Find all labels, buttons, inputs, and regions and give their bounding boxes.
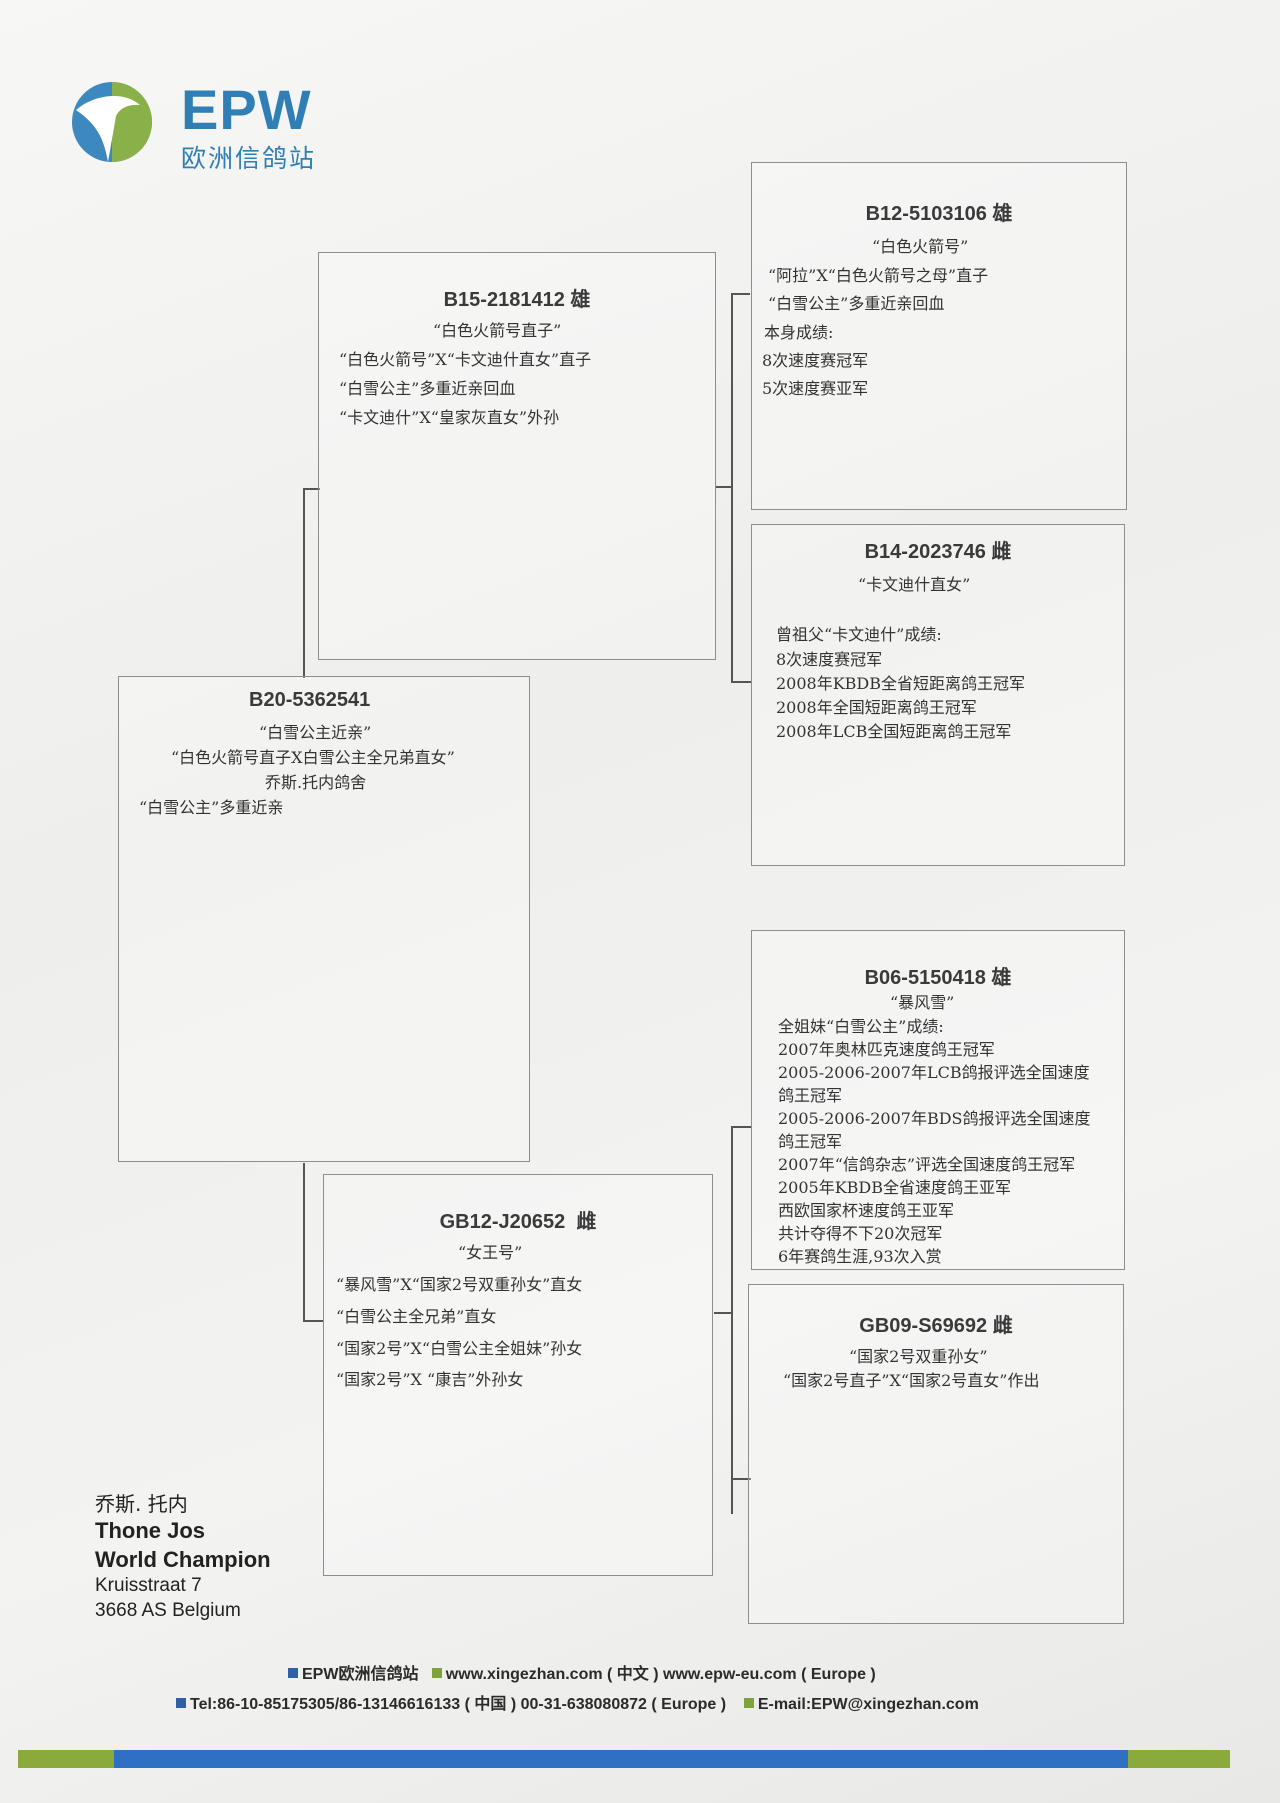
footer-tel: Tel:86-10-85175305/86-13146616133 ( 中国 )… <box>190 1696 727 1713</box>
green-square-icon <box>431 1668 442 1678</box>
sire-sire-line: “阿拉”X“白色火箭号之母”直子 <box>768 266 989 285</box>
dam-sire-line: 6年赛鸽生涯,93次入赏 <box>778 1247 942 1266</box>
sire-line: “卡文迪什”X“皇家灰直女”外孙 <box>339 408 560 427</box>
sire-line: “白雪公主”多重近亲回血 <box>339 379 516 398</box>
dam-line: “暴风雪”X“国家2号双重孙女”直女 <box>336 1275 583 1294</box>
dam-line: “国家2号”X“白雪公主全姐妹”孙女 <box>336 1339 583 1358</box>
dam-sire-line: 2005-2006-2007年BDS鸽报评选全国速度 <box>778 1109 1091 1128</box>
logo-subtitle: 欧洲信鸽站 <box>181 144 317 173</box>
connector-line <box>303 1163 305 1321</box>
sire-sire-line: 本身成绩: <box>764 323 834 342</box>
breeder-title: World Champion <box>95 1546 271 1572</box>
dam-dam-line: “国家2号双重孙女” <box>849 1347 988 1366</box>
connector-line <box>716 486 733 488</box>
dam-sire-line: 全姐妹“白雪公主”成绩: <box>778 1017 944 1036</box>
footer-row-2: Tel:86-10-85175305/86-13146616133 ( 中国 )… <box>176 1697 979 1713</box>
sire-sire-line: 5次速度赛亚军 <box>762 379 869 398</box>
dam-sire-line: 西欧国家杯速度鸽王亚军 <box>778 1201 955 1220</box>
sire-dam-line: 曾祖父“卡文迪什”成绩: <box>776 625 942 644</box>
connector-line <box>714 1312 733 1314</box>
connector-line <box>731 1126 733 1514</box>
dam-line: “女王号” <box>458 1243 523 1262</box>
dam-sire-line: “暴风雪” <box>890 993 955 1012</box>
sire-sire-ring-number: B12-5103106 雄 <box>865 203 1013 225</box>
subject-line: “白雪公主近亲” <box>259 723 372 742</box>
sire-sire-line: “白雪公主”多重近亲回血 <box>768 294 945 313</box>
footer-bar-green-left <box>18 1750 114 1768</box>
footer-row-1: EPW欧洲信鸽站 www.xingezhan.com ( 中文 ) www.ep… <box>288 1667 876 1683</box>
footer-brand: EPW欧洲信鸽站 <box>302 1666 419 1683</box>
dam-sire-line: 鸽王冠军 <box>778 1132 843 1151</box>
sire-dam-line: “卡文迪什直女” <box>858 575 971 594</box>
connector-line <box>303 488 305 678</box>
dam-line: “白雪公主全兄弟”直女 <box>336 1307 497 1326</box>
subject-line: “白雪公主”多重近亲 <box>139 798 284 817</box>
subject-ring-number: B20-5362541 <box>249 689 371 711</box>
sire-box: B15-2181412 雄 “白色火箭号直子” “白色火箭号”X“卡文迪什直女”… <box>318 252 716 660</box>
sire-sire-line: “白色火箭号” <box>872 237 969 256</box>
footer-bar-green-right <box>1128 1750 1230 1768</box>
sire-line: “白色火箭号直子” <box>433 321 562 340</box>
breeder-city: 3668 AS Belgium <box>95 1599 241 1621</box>
dam-sire-line: 2005-2006-2007年LCB鸽报评选全国速度 <box>778 1063 1090 1082</box>
blue-square-icon <box>176 1698 186 1708</box>
connector-line <box>731 293 750 295</box>
sire-sire-line: 8次速度赛冠军 <box>762 351 869 370</box>
dam-sire-box: B06-5150418 雄 “暴风雪” 全姐妹“白雪公主”成绩: 2007年奥林… <box>751 930 1125 1270</box>
sire-line: “白色火箭号”X“卡文迪什直女”直子 <box>339 350 592 369</box>
sire-sire-box: B12-5103106 雄 “白色火箭号” “阿拉”X“白色火箭号之母”直子 “… <box>751 162 1127 510</box>
sire-dam-ring-number: B14-2023746 雌 <box>864 541 1012 563</box>
subject-line: 乔斯.托内鸽舍 <box>265 773 367 792</box>
breeder-street: Kruisstraat 7 <box>95 1575 202 1597</box>
sire-dam-line: 2008年LCB全国短距离鸽王冠军 <box>776 722 1012 741</box>
green-square-icon <box>743 1698 754 1708</box>
dam-dam-line: “国家2号直子”X“国家2号直女”作出 <box>783 1371 1040 1390</box>
connector-line <box>731 1478 751 1480</box>
dam-sire-line: 2007年奥林匹克速度鸽王冠军 <box>778 1040 995 1059</box>
breeder-name-en: Thone Jos <box>95 1518 206 1543</box>
connector-line <box>731 681 751 683</box>
subject-line: “白色火箭号直子X白雪公主全兄弟直女” <box>171 748 455 767</box>
sire-dam-box: B14-2023746 雌 “卡文迪什直女” 曾祖父“卡文迪什”成绩: 8次速度… <box>751 524 1125 866</box>
epw-logo: EPW 欧洲信鸽站 <box>68 70 348 180</box>
dam-sire-ring-number: B06-5150418 雄 <box>864 967 1012 989</box>
dam-dam-box: GB09-S69692 雌 “国家2号双重孙女” “国家2号直子”X“国家2号直… <box>748 1284 1124 1624</box>
dam-box: GB12-J20652 雌 “女王号” “暴风雪”X“国家2号双重孙女”直女 “… <box>323 1174 713 1576</box>
dam-line: “国家2号”X “康吉”外孙女 <box>336 1370 524 1389</box>
pigeon-logo-icon <box>72 82 152 162</box>
dam-sire-line: 共计夺得不下20次冠军 <box>778 1224 943 1243</box>
dam-ring-number: GB12-J20652 雌 <box>439 1211 597 1233</box>
dam-dam-ring-number: GB09-S69692 雌 <box>859 1315 1013 1337</box>
sire-dam-line: 8次速度赛冠军 <box>776 650 883 669</box>
connector-line <box>731 293 733 683</box>
blue-square-icon <box>288 1668 298 1678</box>
sire-ring-number: B15-2181412 雄 <box>443 289 591 311</box>
footer-email[interactable]: E-mail:EPW@xingezhan.com <box>757 1696 979 1713</box>
connector-line <box>303 1320 323 1322</box>
dam-sire-line: 2005年KBDB全省速度鸽王亚军 <box>778 1178 1012 1197</box>
connector-line <box>731 1126 751 1128</box>
dam-sire-line: 2007年“信鸽杂志”评选全国速度鸽王冠军 <box>778 1155 1076 1174</box>
breeder-name-cn: 乔斯. 托内 <box>95 1492 188 1516</box>
footer-websites[interactable]: www.xingezhan.com ( 中文 ) www.epw-eu.com … <box>445 1666 876 1683</box>
sire-dam-line: 2008年KBDB全省短距离鸽王冠军 <box>776 674 1026 693</box>
logo-text: EPW <box>181 78 312 141</box>
connector-line <box>303 488 320 490</box>
footer-bar-blue <box>114 1750 1128 1768</box>
sire-dam-line: 2008年全国短距离鸽王冠军 <box>776 698 977 717</box>
breeder-info: 乔斯. 托内 Thone Jos World Champion Kruisstr… <box>95 1491 271 1624</box>
subject-box: B20-5362541 “白雪公主近亲” “白色火箭号直子X白雪公主全兄弟直女”… <box>118 676 530 1162</box>
dam-sire-line: 鸽王冠军 <box>778 1086 843 1105</box>
